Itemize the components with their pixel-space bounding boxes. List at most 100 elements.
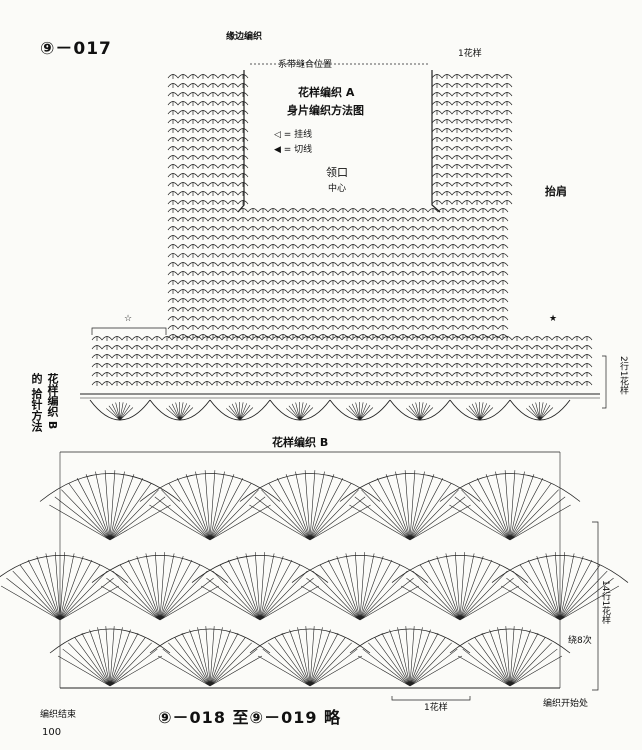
scallop-fan: [466, 402, 494, 421]
one-repeat-label-top: 1花样: [458, 49, 482, 59]
mesh-row-lower: [91, 363, 593, 368]
fan-arc: [49, 628, 171, 654]
fan-arc: [339, 473, 481, 502]
mesh-row-right-strap: [431, 191, 513, 196]
mesh-row-body: [167, 334, 509, 339]
fan-arc: [191, 555, 329, 583]
fan-stitch: [300, 552, 420, 621]
start-label: 编织开始处: [543, 699, 589, 709]
fan-arc: [349, 628, 471, 654]
fan-arc: [249, 628, 371, 654]
fan-arc: [449, 628, 571, 654]
mesh-row-left-strap: [167, 173, 249, 178]
mesh-row-body: [167, 271, 509, 276]
neckline-label: 领口: [326, 166, 348, 179]
scallop-fan: [526, 402, 554, 421]
center-label: 中心: [328, 184, 347, 194]
fan-arc: [491, 555, 629, 583]
mesh-row-body: [167, 298, 509, 303]
mesh-row-left-strap: [167, 119, 249, 124]
mesh-row-right-strap: [431, 173, 513, 178]
mesh-row-body: [167, 244, 509, 249]
edge-label: 缘边编织: [226, 32, 263, 42]
mesh-row-right-strap: [431, 155, 513, 160]
mesh-row-left-strap: [167, 155, 249, 160]
mesh-row-left-strap: [167, 191, 249, 196]
fan-arc: [91, 555, 229, 583]
fan-stitch: [257, 626, 363, 687]
repeat-8-times: 绕8次: [568, 636, 592, 646]
page-number: 100: [42, 727, 62, 738]
mesh-row-lower: [91, 345, 593, 350]
mesh-row-body: [167, 253, 509, 258]
pattern-id: ⑨－017: [40, 39, 112, 59]
mesh-row-left-strap: [167, 200, 249, 205]
mesh-row-body: [167, 316, 509, 321]
fan-stitch: [100, 552, 220, 621]
mesh-row-body: [167, 262, 509, 267]
crossref-title: ⑨－018 至⑨－019 略: [158, 708, 342, 727]
mesh-row-left-strap: [167, 137, 249, 142]
mesh-row-right-strap: [431, 164, 513, 169]
fan-stitch: [49, 470, 171, 541]
two-rows-one-repeat: 2行1花样: [618, 356, 628, 395]
chart-b-title: 花样编织 B: [272, 436, 329, 449]
pickup-method-label: 花样编织 B 的 拾针方法: [30, 373, 59, 432]
mesh-row-body: [167, 226, 509, 231]
repeat-bracket: [391, 696, 471, 701]
one-repeat-label-bottom: 1花样: [424, 703, 448, 713]
mesh-row-right-strap: [431, 110, 513, 115]
mesh-row-left-strap: [167, 83, 249, 88]
mesh-row-left-strap: [167, 146, 249, 151]
fan-arc: [439, 473, 581, 502]
legend-attach: ◁ = 挂线: [274, 130, 313, 140]
armhole-label: 抬肩: [545, 185, 567, 198]
mesh-row-lower: [91, 354, 593, 359]
fan-stitch: [0, 552, 120, 621]
mesh-row-lower: [91, 336, 593, 341]
mesh-row-right-strap: [431, 74, 513, 79]
fan-stitch: [249, 470, 371, 541]
mesh-row-left-strap: [167, 74, 249, 79]
mesh-row-left-strap: [167, 101, 249, 106]
star-open-mark: ☆: [124, 314, 133, 324]
fourteen-rows-one-repeat: 14行1花样: [600, 580, 610, 625]
mesh-row-body: [167, 307, 509, 312]
mesh-row-right-strap: [431, 182, 513, 187]
mesh-row-left-strap: [167, 128, 249, 133]
mesh-row-right-strap: [431, 200, 513, 205]
star-solid-mark: ★: [549, 314, 558, 324]
mesh-row-right-strap: [431, 146, 513, 151]
mesh-row-right-strap: [431, 101, 513, 106]
fan-arc: [239, 473, 381, 502]
mesh-row-body: [167, 208, 509, 213]
scallop-fan: [406, 402, 434, 421]
chart-a-subtitle: 身片编织方法图: [287, 104, 364, 117]
fan-stitch: [500, 552, 620, 621]
fan-stitch: [449, 470, 571, 541]
mesh-row-right-strap: [431, 83, 513, 88]
fan-stitch: [457, 626, 563, 687]
rows-bracket: [592, 521, 599, 691]
left-strap-edge: [237, 70, 245, 213]
fan-stitch: [157, 626, 263, 687]
scallop-fan: [106, 402, 134, 421]
tie-position-label: 系带缝合位置: [278, 60, 333, 70]
chart-a-title: 花样编织 A: [298, 86, 355, 99]
mesh-row-left-strap: [167, 92, 249, 97]
fan-stitch: [200, 552, 320, 621]
scallop-fan: [226, 402, 254, 421]
scallop-fan: [346, 402, 374, 421]
legend-cut: ◀ = 切线: [274, 145, 313, 155]
right-strap-edge: [431, 70, 441, 213]
mesh-row-lower: [91, 381, 593, 386]
mesh-row-right-strap: [431, 92, 513, 97]
mesh-row-body: [167, 217, 509, 222]
fan-arc: [391, 555, 529, 583]
mesh-row-lower: [91, 372, 593, 377]
fan-stitch: [349, 470, 471, 541]
fan-arc: [0, 555, 129, 583]
two-rows-bracket: [602, 355, 607, 409]
mesh-row-right-strap: [431, 119, 513, 124]
